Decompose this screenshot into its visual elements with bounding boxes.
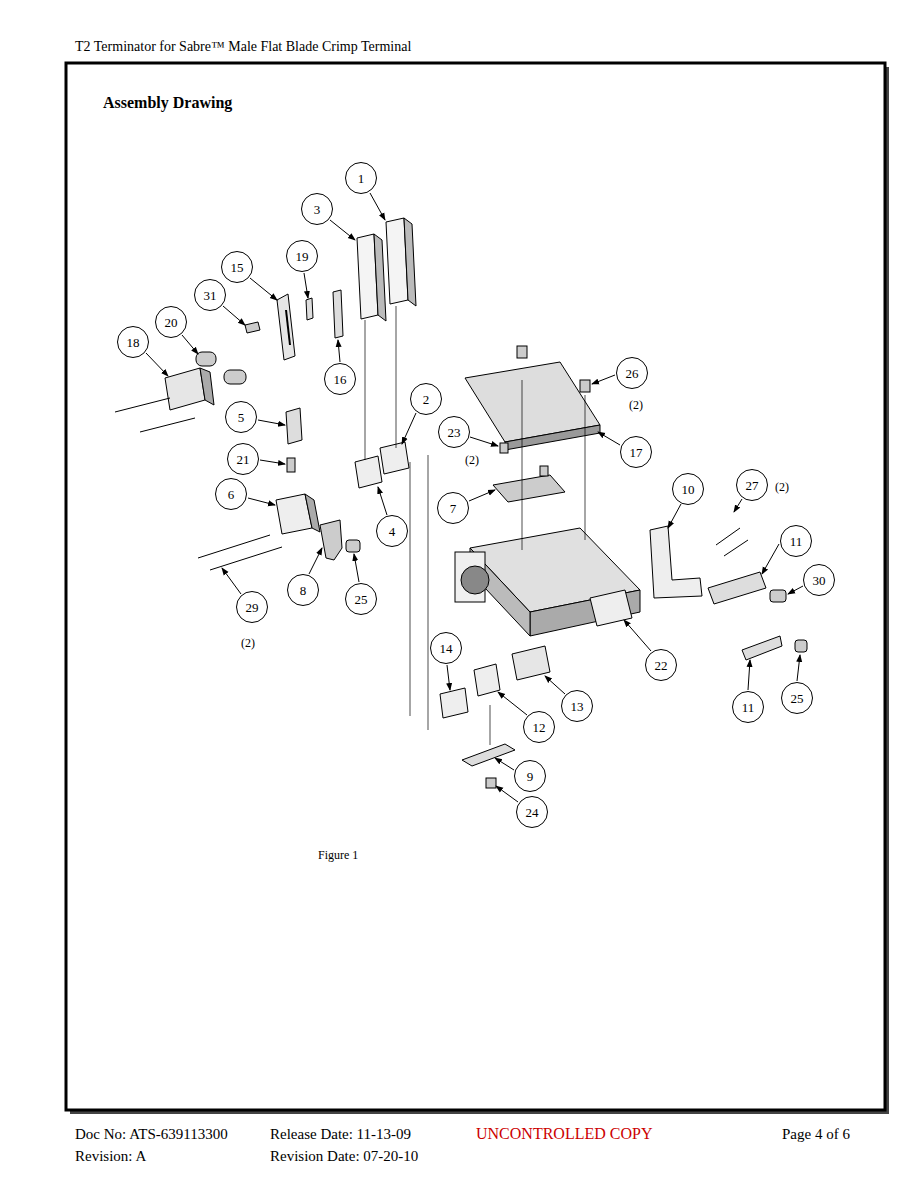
callout-number: 25 [791, 692, 804, 705]
copy-status: UNCONTROLLED COPY [476, 1125, 652, 1143]
callout-number: 4 [389, 525, 396, 538]
callout-number: 17 [630, 446, 643, 459]
callout-circle: 6 [215, 478, 247, 510]
callout-circle: 8 [287, 574, 319, 606]
callout-circle: 4 [376, 515, 408, 547]
callout-number: 16 [334, 373, 347, 386]
quantity-note: (2) [629, 399, 643, 412]
callout-circle: 14 [430, 632, 462, 664]
callout-number: 11 [742, 701, 755, 714]
callout-circle: 13 [561, 690, 593, 722]
callout-circle: 10 [672, 473, 704, 505]
page-header: T2 Terminator for Sabre™ Male Flat Blade… [75, 39, 411, 54]
callout-number: 7 [450, 502, 457, 515]
callout-circle: 18 [117, 326, 149, 358]
figure-caption: Figure 1 [318, 849, 358, 862]
callout-circle: 22 [645, 649, 677, 681]
callout-number: 2 [423, 393, 430, 406]
callout-number: 13 [571, 700, 584, 713]
callout-circle: 16 [324, 363, 356, 395]
callout-circle: 20 [155, 306, 187, 338]
callout-number: 10 [682, 483, 695, 496]
callout-number: 26 [626, 367, 639, 380]
revision-date: Revision Date: 07-20-10 [270, 1148, 418, 1165]
doc-number: Doc No: ATS-639113300 [75, 1126, 228, 1143]
callout-circle: 21 [227, 443, 259, 475]
callout-number: 23 [448, 426, 461, 439]
callout-circle: 1 [345, 162, 377, 194]
callout-number: 12 [533, 721, 546, 734]
release-date: Release Date: 11-13-09 [270, 1126, 411, 1143]
callout-number: 18 [127, 336, 140, 349]
callout-number: 5 [238, 411, 245, 424]
callout-number: 27 [746, 479, 759, 492]
revision: Revision: A [75, 1148, 146, 1165]
callout-number: 19 [296, 250, 309, 263]
callout-number: 24 [526, 806, 539, 819]
callout-circle: 9 [514, 760, 546, 792]
callout-number: 15 [231, 261, 244, 274]
callout-circle: 29 [236, 591, 268, 623]
callout-number: 9 [527, 770, 534, 783]
callout-number: 1 [358, 172, 365, 185]
callout-circle: 11 [780, 525, 812, 557]
callout-number: 11 [790, 535, 803, 548]
callout-circle: 19 [286, 240, 318, 272]
callout-circle: 15 [221, 251, 253, 283]
callout-number: 8 [300, 584, 307, 597]
callout-circle: 3 [301, 193, 333, 225]
callout-circle: 2 [410, 383, 442, 415]
quantity-note: (2) [775, 481, 789, 494]
callout-circle: 23 [438, 416, 470, 448]
callout-circle: 25 [345, 583, 377, 615]
callout-number: 30 [813, 574, 826, 587]
callout-circle: 30 [803, 564, 835, 596]
callout-number: 25 [355, 593, 368, 606]
drawing-title: Assembly Drawing [103, 94, 232, 112]
callout-circle: 17 [620, 436, 652, 468]
callout-number: 6 [228, 488, 235, 501]
callout-circle: 31 [194, 279, 226, 311]
callout-number: 29 [246, 601, 259, 614]
callout-circle: 11 [732, 691, 764, 723]
callout-number: 31 [204, 289, 217, 302]
callout-circle: 26 [616, 357, 648, 389]
callout-number: 21 [237, 453, 250, 466]
callout-circle: 7 [437, 492, 469, 524]
callout-number: 14 [440, 642, 453, 655]
callout-circle: 25 [781, 682, 813, 714]
callout-number: 20 [165, 316, 178, 329]
callout-circle: 12 [523, 711, 555, 743]
quantity-note: (2) [465, 454, 479, 467]
callout-circle: 24 [516, 796, 548, 828]
callout-number: 22 [655, 659, 668, 672]
page-number: Page 4 of 6 [782, 1126, 850, 1143]
callout-circle: 5 [225, 401, 257, 433]
callout-number: 3 [314, 203, 321, 216]
callout-circle: 27 [736, 469, 768, 501]
quantity-note: (2) [241, 637, 255, 650]
